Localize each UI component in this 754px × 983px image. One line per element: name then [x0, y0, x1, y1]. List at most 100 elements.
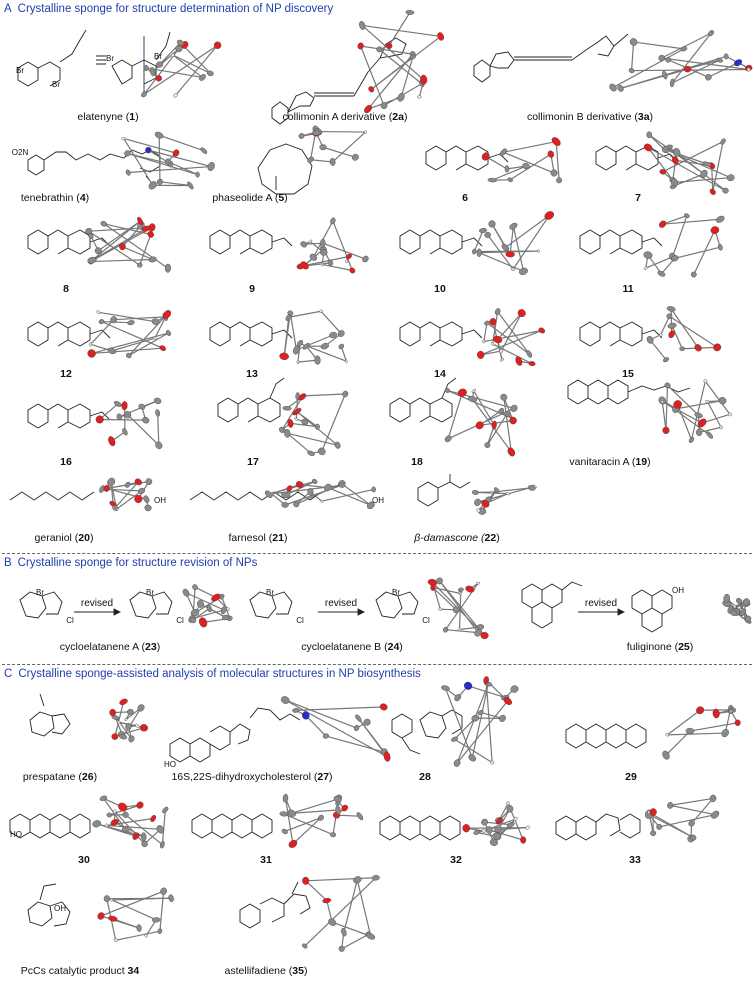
ortep-bond [116, 490, 142, 510]
molecule-scaffold-7 [595, 145, 679, 171]
ortep-bond [289, 312, 298, 351]
ortep-atom [138, 403, 146, 410]
ortep-bond [661, 57, 749, 71]
ortep-atom [476, 508, 481, 513]
ortep-structure [280, 696, 391, 762]
ortep-atom [705, 73, 712, 81]
ortep-atom [207, 162, 215, 172]
ortep-atom [453, 759, 461, 767]
ortep-structure [182, 584, 233, 628]
ortep-atom [327, 260, 334, 266]
ortep-structure [609, 30, 753, 92]
caption-cycloelatanene-a: cycloelatanene A (23) [59, 641, 161, 653]
ortep-atom [287, 809, 296, 817]
ortep-atom [666, 306, 676, 312]
ortep-atom [166, 329, 171, 337]
ortep-structure [471, 484, 537, 515]
molecule-cycloelatanene-b-revised [375, 591, 419, 619]
molecule-fuliginone-revised [631, 589, 673, 633]
caption-elatenyne: elatenyne (1) [77, 111, 139, 123]
ortep-atom [302, 342, 310, 350]
caption-compound-29: 29 [625, 771, 637, 783]
ortep-atom [727, 412, 732, 417]
ortep-atom [506, 805, 514, 813]
arrow-label-revised: revised [324, 598, 358, 609]
ortep-atom [484, 231, 491, 238]
ortep-bond [101, 321, 131, 324]
ortep-atom [142, 416, 150, 424]
ortep-atom [126, 708, 134, 715]
ortep-atom [480, 632, 489, 640]
ortep-bond [284, 699, 357, 729]
ortep-atom [189, 616, 197, 624]
ortep-structure [441, 676, 519, 767]
ortep-atom [528, 361, 536, 367]
ortep-bond [122, 246, 153, 261]
ortep-structure [264, 478, 376, 510]
molecule-prespatane [29, 693, 71, 737]
ortep-atom [211, 593, 221, 602]
ortep-bond [122, 707, 142, 738]
ortep-atom [665, 733, 670, 737]
ortep-atom [314, 423, 320, 430]
ortep-bond [127, 414, 160, 446]
ortep-atom [420, 74, 428, 85]
ortep-atom [643, 251, 653, 259]
ortep-bond [362, 24, 441, 38]
ortep-atom [222, 614, 230, 621]
ortep-bond [152, 48, 180, 73]
ortep-bond [486, 413, 508, 446]
ortep-atom [282, 406, 292, 411]
ortep-atom [510, 404, 518, 412]
ortep-atom [673, 400, 682, 409]
caption-vanitaracin: vanitaracin A (19) [569, 456, 651, 468]
ortep-bond [454, 717, 476, 740]
ortep-atom [287, 418, 294, 428]
ortep-atom [103, 485, 110, 492]
ortep-atom [110, 898, 114, 902]
ortep-atom [322, 733, 329, 739]
ortep-atom [356, 812, 364, 821]
ortep-bond [661, 401, 667, 431]
ortep-structure [444, 387, 518, 457]
ortep-bond [659, 814, 716, 828]
ortep-atom [298, 133, 305, 139]
ortep-atom [670, 178, 679, 187]
ortep-bond [114, 701, 125, 737]
molecule-damascone [417, 474, 471, 507]
ortep-atom [125, 169, 131, 176]
ortep-bond [97, 220, 141, 252]
ortep-atom [517, 309, 526, 318]
ortep-atom [551, 137, 561, 146]
ortep-bond [500, 312, 523, 352]
ortep-atom [125, 352, 132, 359]
ortep-atom [463, 681, 473, 690]
ortep-atom [280, 696, 290, 704]
ortep-atom [333, 795, 342, 803]
ortep-atom [668, 330, 675, 339]
ortep-structure [92, 795, 169, 849]
molecule-fuliginone-original [521, 581, 583, 629]
ortep-atom [671, 255, 679, 262]
ortep-atom [153, 397, 162, 405]
molecule-cycloelatanene-b-original [249, 591, 293, 619]
ortep-bond [706, 401, 722, 428]
ortep-atom [307, 488, 314, 496]
ortep-atom [136, 262, 143, 268]
ortep-bond [106, 484, 128, 490]
ortep-atom [544, 211, 555, 220]
ortep-bond [497, 311, 530, 355]
ortep-bond [671, 59, 720, 84]
ortep-atom [494, 826, 503, 833]
ortep-atom [338, 945, 345, 952]
ortep-atom [292, 708, 300, 713]
ortep-atom [363, 718, 371, 726]
ortep-atom [662, 750, 670, 760]
ortep-atom [171, 53, 175, 57]
ortep-atom [147, 231, 154, 238]
section-divider [2, 553, 752, 554]
ortep-atom [264, 490, 273, 498]
ortep-atom [659, 220, 667, 228]
ortep-bond [125, 814, 163, 846]
